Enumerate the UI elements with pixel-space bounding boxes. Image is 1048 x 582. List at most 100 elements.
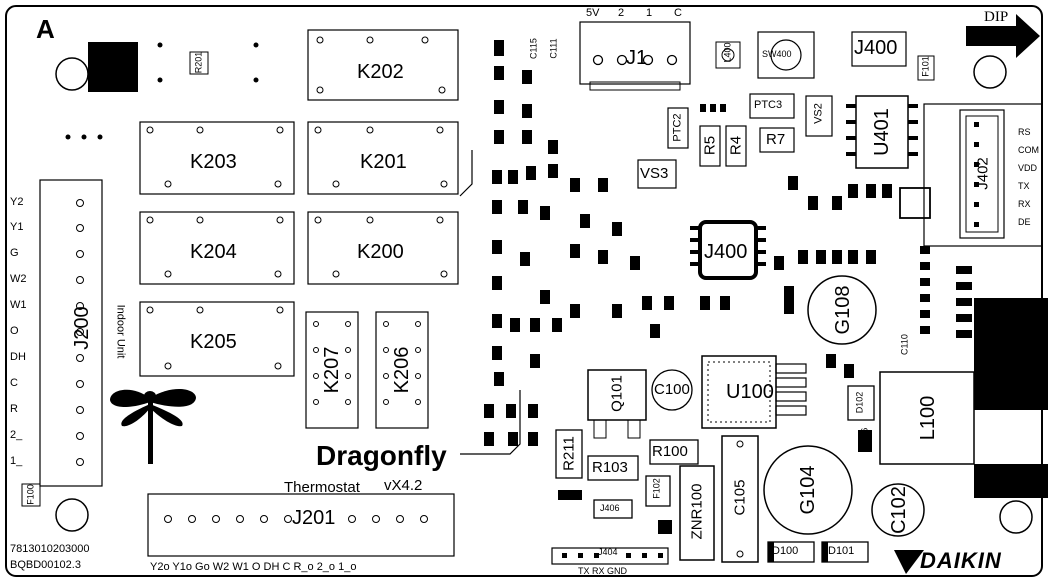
l100-inductor (879, 371, 975, 465)
relay-k203: K203 (190, 151, 237, 173)
c100-capacitor (651, 369, 693, 411)
diode-d100: D100 (772, 545, 799, 557)
cap-c106: C106 (859, 427, 870, 450)
j200-pin-dh: DH (10, 351, 26, 363)
cap-g108: G108 (832, 285, 854, 335)
ic-u401: U401 (871, 108, 893, 156)
cap-c111: C111 (548, 38, 559, 59)
cap-c102: C102 (888, 486, 910, 534)
mounting-hole-tr (973, 55, 1007, 89)
inductor-l100: L100 (917, 395, 939, 441)
connector-j406: J406 (600, 503, 620, 513)
relay-k201: K201 (360, 151, 407, 173)
dip-arrow-icon (966, 14, 1040, 58)
resistor-r211: R211 (560, 436, 578, 471)
resistor-r5: R5 (701, 135, 719, 156)
daikin-logo-icon (894, 550, 924, 574)
dip-label: DIP (984, 9, 1009, 25)
varistor-vs2: VS2 (812, 103, 825, 124)
connector-j200: J200 (71, 306, 93, 350)
black-block-right-upper (974, 298, 1048, 410)
thermistor-ptc3: PTC3 (754, 99, 783, 111)
relay-k204: K204 (190, 241, 237, 263)
transistor-q101: Q101 (608, 375, 626, 412)
j1-pin-c: C (674, 7, 682, 19)
j201-pins: Y2o Y1o Go W2 W1 O DH C R_o 2_o 1_o (150, 561, 357, 573)
product-sub: Thermostat (284, 479, 360, 496)
connector-j400-ic: J400 (704, 241, 748, 263)
j1-pin-2: 2 (618, 7, 625, 19)
relay-k200: K200 (357, 241, 404, 263)
j200-pin-w2: W2 (10, 273, 27, 285)
cap-c115: C115 (528, 38, 539, 59)
j200-pin-c: C (10, 377, 18, 389)
serial-number-1: 7813010203000 (10, 543, 90, 555)
j1-pin-1: 1 (646, 7, 653, 19)
j402-pin-com: COM (1018, 145, 1039, 155)
resistor-r201: R201 (193, 51, 204, 74)
j402-connector (923, 103, 1043, 247)
j404-pins: TX RX GND (578, 566, 628, 576)
c102-capacitor (871, 483, 925, 537)
j200-pin-o: O (10, 325, 19, 337)
resistor-r103: R103 (592, 459, 628, 476)
brand-logo: DAIKIN (920, 548, 1002, 573)
j200-pin-2: 2_ (10, 429, 23, 441)
led-l400: L400 (722, 42, 733, 63)
j402-pin-rx: RX (1018, 199, 1031, 209)
cap-c100: C100 (654, 381, 690, 398)
regulator-u100: U100 (726, 381, 774, 403)
varistor-znr100: ZNR100 (688, 483, 706, 540)
dragonfly-icon (110, 388, 196, 464)
fuse-f101: F101 (920, 56, 931, 77)
connector-j400-top: J400 (854, 37, 898, 59)
serial-number-2: BQBD00102.3 (10, 559, 81, 571)
j402-pin-tx: TX (1018, 181, 1030, 191)
mounting-hole-br (999, 500, 1033, 534)
product-name: Dragonfly (316, 440, 447, 471)
resistor-r7: R7 (766, 131, 786, 148)
j200-pin-1: 1_ (10, 455, 23, 467)
mounting-hole-tl (55, 57, 89, 91)
diode-d101: D101 (828, 545, 855, 557)
mounting-hole-bl (55, 498, 89, 532)
thermistor-ptc2: PTC2 (671, 113, 684, 142)
fuse-f100: F100 (25, 484, 36, 505)
cap-g104: G104 (797, 465, 819, 515)
cap-c105: C105 (731, 479, 749, 516)
relay-boxes (139, 29, 459, 429)
relay-k205: K205 (190, 331, 237, 353)
relay-k202: K202 (357, 61, 404, 83)
version-label: vX4.2 (384, 477, 423, 494)
g104-capacitor (763, 445, 853, 535)
connector-j404: J404 (598, 547, 618, 557)
varistor-vs3: VS3 (640, 165, 669, 182)
resistor-r100: R100 (652, 443, 688, 460)
black-pad-tl (88, 42, 138, 92)
j200-pin-g: G (10, 247, 19, 259)
j402-pin-rs: RS (1018, 127, 1031, 137)
corner-mark: A (36, 14, 55, 44)
j200-pin-r: R (10, 403, 18, 415)
board-outline (5, 5, 1043, 577)
resistor-r4: R4 (727, 135, 745, 156)
diode-f102: F102 (651, 478, 662, 499)
j402-pin-vdd: VDD (1018, 163, 1038, 173)
connector-j201: J201 (292, 507, 336, 529)
g108-capacitor (807, 275, 877, 345)
relay-k206: K206 (391, 346, 413, 394)
cap-c110: C110 (899, 334, 910, 355)
indoor-unit-label: Indoor Unit (114, 304, 127, 359)
j201-terminal-block (147, 493, 455, 557)
j402-pin-de: DE (1018, 217, 1031, 227)
connector-j402: J402 (974, 157, 992, 190)
j200-terminal-block (39, 179, 103, 487)
switch-sw400: SW400 (762, 49, 792, 59)
j200-pin-y2: Y2 (10, 196, 24, 208)
black-block-right-lower (974, 464, 1048, 498)
connector-j1: J1 (626, 47, 648, 69)
j1-pin-5v: 5V (586, 7, 600, 19)
diode-d102: D102 (854, 391, 865, 414)
